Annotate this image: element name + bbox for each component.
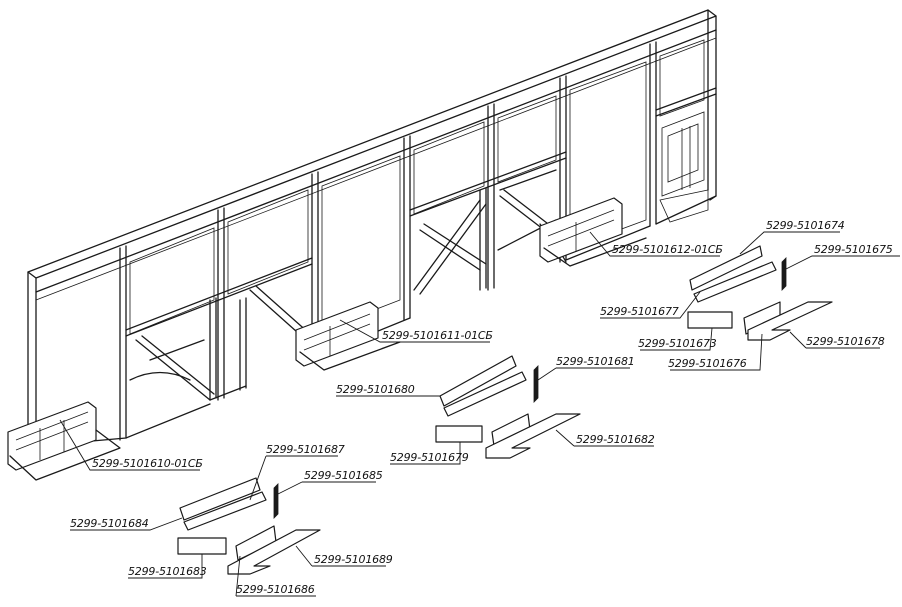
label-5101674: 5299-5101674 <box>766 219 845 232</box>
label-5101684: 5299-5101684 <box>70 517 149 530</box>
part-5101675 <box>781 257 787 291</box>
label-unit1: 5299-5101610-01СБ <box>92 457 203 470</box>
parts-group-bottom <box>177 477 321 575</box>
part-5101677 <box>693 261 777 303</box>
label-5101682: 5299-5101682 <box>576 433 655 446</box>
label-5101673: 5299-5101673 <box>638 337 717 350</box>
label-5101683: 5299-5101683 <box>128 565 207 578</box>
label-5101678: 5299-5101678 <box>806 335 885 348</box>
part-5101682 <box>485 413 581 459</box>
part-5101680 <box>439 355 517 407</box>
label-5101679: 5299-5101679 <box>390 451 469 464</box>
label-5101677: 5299-5101677 <box>600 305 679 318</box>
part-5101689 <box>227 529 321 575</box>
part-5101674 <box>689 245 763 291</box>
label-5101685: 5299-5101685 <box>304 469 383 482</box>
label-unit3: 5299-5101612-01СБ <box>612 243 723 256</box>
label-5101680: 5299-5101680 <box>336 383 415 396</box>
side-frame <box>7 9 717 481</box>
part-5101679 <box>435 425 483 443</box>
label-5101689: 5299-5101689 <box>314 553 393 566</box>
part-5101683 <box>177 537 227 555</box>
part-5101678 <box>747 301 833 341</box>
parts-group-middle <box>435 355 581 459</box>
part-5101681 <box>533 365 539 403</box>
leader-lines <box>59 231 900 597</box>
parts-group-right <box>687 245 833 341</box>
label-5101686: 5299-5101686 <box>236 583 315 596</box>
part-5101687 <box>179 477 261 521</box>
part-labels: 5299-5101610-01СБ 5299-5101611-01СБ 5299… <box>70 219 893 596</box>
label-5101687: 5299-5101687 <box>266 443 345 456</box>
label-5101676: 5299-5101676 <box>668 357 747 370</box>
label-5101681: 5299-5101681 <box>556 355 635 368</box>
label-unit2: 5299-5101611-01СБ <box>382 329 493 342</box>
part-5101680b <box>443 371 527 417</box>
part-5101673 <box>687 311 733 329</box>
part-5101684 <box>183 491 267 531</box>
label-5101675: 5299-5101675 <box>814 243 893 256</box>
part-5101685 <box>273 483 279 519</box>
